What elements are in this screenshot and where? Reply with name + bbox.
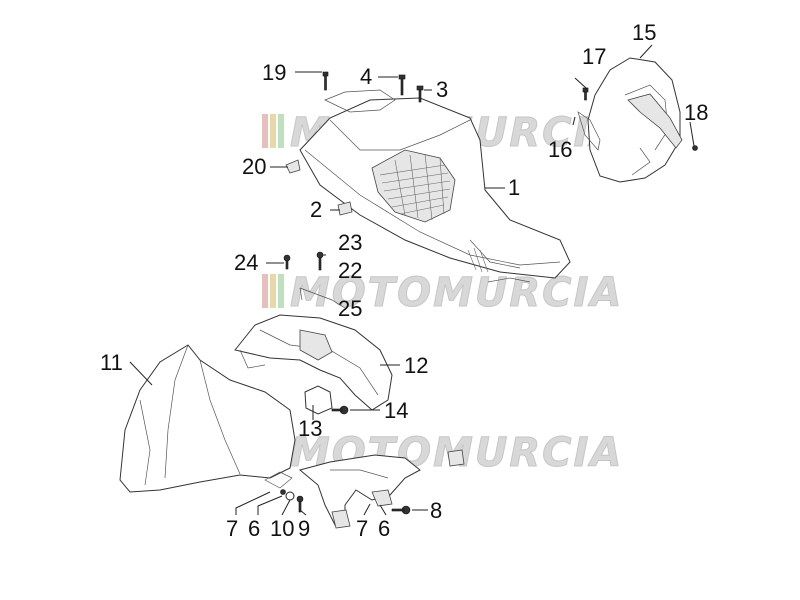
nut-6 xyxy=(280,489,286,495)
callout-6-left: 6 xyxy=(248,516,260,541)
callout-22: 22 xyxy=(338,258,362,283)
callout-17: 17 xyxy=(582,44,606,69)
callout-3: 3 xyxy=(436,77,448,102)
callout-14: 14 xyxy=(384,398,408,423)
screw-4 xyxy=(398,74,406,96)
callout-7-left: 7 xyxy=(226,516,238,541)
part-13-bracket xyxy=(304,385,333,415)
screw-14 xyxy=(331,405,349,415)
screw-24 xyxy=(283,254,291,270)
callout-6-right: 6 xyxy=(378,516,390,541)
callout-2: 2 xyxy=(310,197,322,222)
callout-1: 1 xyxy=(508,175,520,200)
lower-mudguard-bracket xyxy=(264,454,421,529)
watermark-logo-text-2: MOTOMURCIA xyxy=(290,270,623,316)
screw-3 xyxy=(416,85,424,103)
callout-labels: 19 4 3 20 1 2 15 17 18 16 24 23 22 25 11… xyxy=(100,20,708,541)
washer-10 xyxy=(285,491,295,501)
screw-18 xyxy=(692,145,698,151)
callout-15: 15 xyxy=(632,20,656,45)
screw-9 xyxy=(296,495,304,513)
callout-11: 11 xyxy=(100,350,123,375)
callout-8: 8 xyxy=(430,498,442,523)
part-11-front-mudguard xyxy=(119,344,296,493)
small-clips xyxy=(285,159,465,467)
part-15-windscreen xyxy=(577,57,683,183)
callout-12: 12 xyxy=(404,353,428,378)
callout-9: 9 xyxy=(298,516,310,541)
callout-19: 19 xyxy=(262,60,286,85)
callout-16: 16 xyxy=(548,137,572,162)
callout-18: 18 xyxy=(684,100,708,125)
screw-8 xyxy=(391,505,411,515)
callout-13: 13 xyxy=(298,416,322,441)
screw-19 xyxy=(322,71,329,91)
callout-10: 10 xyxy=(270,516,294,541)
callout-20: 20 xyxy=(242,154,266,179)
callout-25: 25 xyxy=(338,296,362,321)
callout-7-right: 7 xyxy=(356,516,368,541)
callout-4: 4 xyxy=(360,64,372,89)
part-12-fork-cover xyxy=(234,314,393,411)
part-1-front-shield xyxy=(299,89,571,283)
leader-lines xyxy=(129,44,695,516)
callout-23: 23 xyxy=(338,230,362,255)
watermark-middle: MOTOMURCIA xyxy=(262,270,623,317)
callout-24: 24 xyxy=(234,250,258,275)
